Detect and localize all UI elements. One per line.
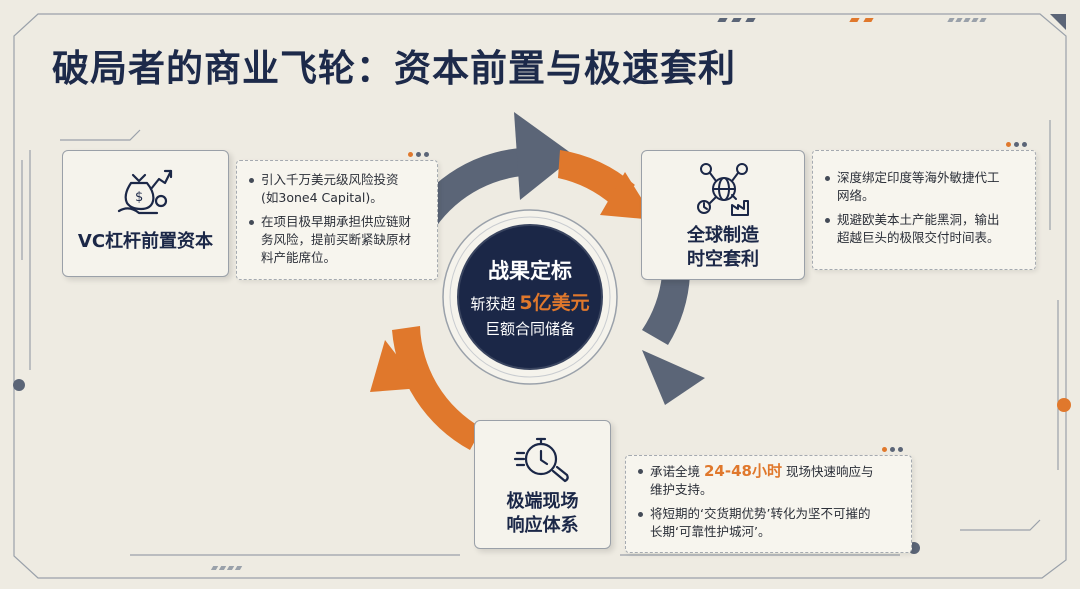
response-node-label-2: 响应体系 (506, 515, 579, 536)
response-note: 承诺全境 24-48小时 现场快速响应与 维护支持。 将短期的‘交货期优势’转化… (625, 447, 912, 553)
global-node-label-2: 时空套利 (687, 249, 759, 270)
response-bullet-2-line2: 长期‘可靠性护城河’。 (650, 524, 771, 539)
vc-node-label: VC杠杆前置资本 (77, 231, 214, 252)
global-note: 深度绑定印度等海外敏捷代工 网络。 规避欧美本土产能黑洞，输出 超越巨头的极限交… (812, 142, 1036, 270)
svg-text:$: $ (135, 190, 143, 205)
center-line1-prefix: 斩获超 (470, 295, 516, 313)
global-bullet-2: 规避欧美本土产能黑洞，输出 超越巨头的极限交付时间表。 (825, 211, 1027, 247)
stopwatch-wrench-icon (513, 437, 569, 483)
response-bullet-1-highlight: 24-48小时 (704, 462, 782, 480)
global-node-card: 全球制造 时空套利 (641, 150, 805, 280)
note-dots (408, 152, 429, 157)
vc-bullet-1: 引入千万美元级风险投资 (如3one4 Capital)。 (249, 171, 429, 207)
vc-bullet-2-line2: 务风险，提前买断紧缺原材 (261, 232, 412, 247)
vc-bullet-1-line2: (如3one4 Capital)。 (261, 190, 383, 205)
response-bullet-1-prefix: 承诺全境 (650, 464, 701, 479)
vc-node-card: $ VC杠杆前置资本 (62, 150, 229, 277)
center-line2: 巨额合同储备 (484, 320, 575, 338)
response-node-card: 极端现场 响应体系 (474, 420, 611, 549)
response-bullet-2: 将短期的‘交货期优势’转化为坚不可摧的 长期‘可靠性护城河’。 (638, 505, 903, 541)
globe-network-factory-icon (697, 163, 749, 216)
global-node-label-1: 全球制造 (687, 225, 759, 246)
vc-bullet-2: 在项目极早期承担供应链财 务风险，提前买断紧缺原材 料产能席位。 (249, 213, 429, 267)
money-bag-growth-icon: $ (117, 169, 173, 215)
vc-bullet-1-line1: 引入千万美元级风险投资 (261, 172, 399, 187)
note-dots (1006, 142, 1027, 147)
global-bullet-1-line2: 网络。 (837, 188, 875, 203)
vc-bullet-2-line1: 在项目极早期承担供应链财 (261, 214, 412, 229)
center-highlight: 5亿美元 (519, 292, 590, 314)
response-bullet-1: 承诺全境 24-48小时 现场快速响应与 维护支持。 (638, 462, 903, 499)
global-bullet-2-line1: 规避欧美本土产能黑洞，输出 (837, 212, 1000, 227)
response-bullet-1-suffix: 现场快速响应与 (785, 464, 874, 479)
arrow-to-vc-bottom (370, 326, 482, 450)
global-bullet-1: 深度绑定印度等海外敏捷代工 网络。 (825, 169, 1027, 205)
global-bullet-2-line2: 超越巨头的极限交付时间表。 (837, 230, 1000, 245)
note-dots (882, 447, 903, 452)
response-bullet-2-line1: 将短期的‘交货期优势’转化为坚不可摧的 (650, 506, 871, 521)
arrow-to-response (642, 275, 705, 405)
vc-note: 引入千万美元级风险投资 (如3one4 Capital)。 在项目极早期承担供应… (236, 152, 438, 280)
vc-bullet-2-line3: 料产能席位。 (261, 250, 337, 265)
center-heading: 战果定标 (488, 259, 572, 283)
response-node-label-1: 极端现场 (506, 491, 579, 512)
response-bullet-1-line2: 维护支持。 (650, 482, 713, 497)
global-bullet-1-line1: 深度绑定印度等海外敏捷代工 (837, 170, 1000, 185)
page-title: 破局者的商业飞轮：资本前置与极速套利 (52, 47, 736, 90)
